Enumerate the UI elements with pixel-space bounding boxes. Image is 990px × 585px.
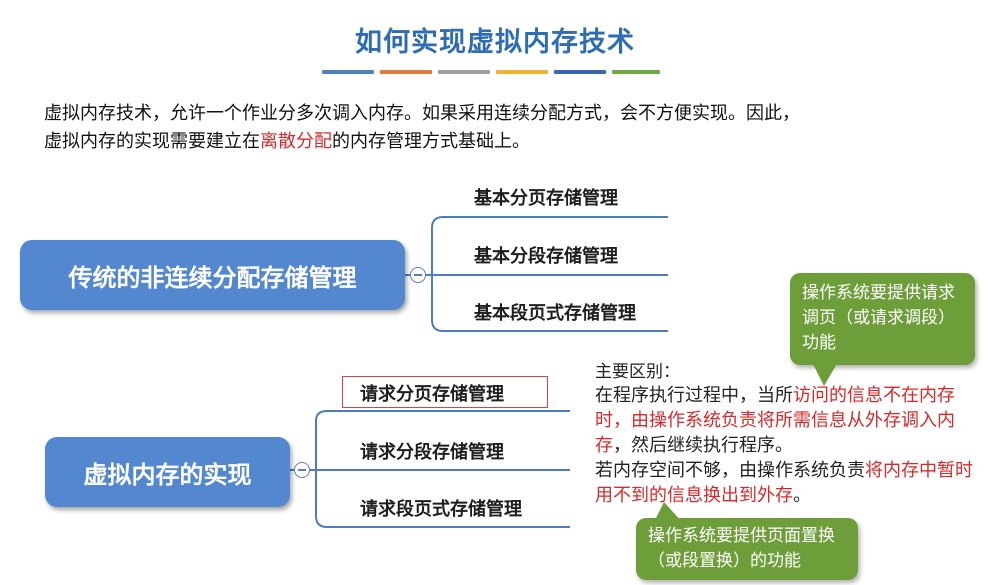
note-paragraph-2: 若内存空间不够，由操作系统负责将内存中暂时用不到的信息换出到外存。 xyxy=(595,458,985,508)
intro-text: 虚拟内存的实现需要建立在 xyxy=(44,131,260,152)
title-bar-segment xyxy=(554,70,606,74)
highlight-box xyxy=(342,376,548,408)
page-title: 如何实现虚拟内存技术 xyxy=(355,27,635,58)
note-text: 若内存空间不够，由操作系统负责 xyxy=(595,460,865,481)
title-bar-segment xyxy=(380,70,432,74)
callout-replacement: 操作系统要提供页面置换（或段置换）的功能 xyxy=(636,518,858,580)
note-paragraph-1: 在程序执行过程中，当所访问的信息不在内存时，由操作系统负责将所需信息从外存调入内… xyxy=(595,383,985,458)
title-bar-segment xyxy=(322,70,374,74)
intro-line-2: 虚拟内存的实现需要建立在离散分配的内存管理方式基础上。 xyxy=(44,128,964,156)
intro-text: 的内存管理方式基础上。 xyxy=(332,131,530,152)
title-bar-segment xyxy=(438,70,490,74)
note-text: 。 xyxy=(793,485,811,506)
intro-paragraph: 虚拟内存技术，允许一个作业分多次调入内存。如果采用连续分配方式，会不方便实现。因… xyxy=(44,100,964,156)
intro-line-1: 虚拟内存技术，允许一个作业分多次调入内存。如果采用连续分配方式，会不方便实现。因… xyxy=(44,103,800,124)
notes-body: 在程序执行过程中，当所访问的信息不在内存时，由操作系统负责将所需信息从外存调入内… xyxy=(595,383,985,508)
branch-basic-segmentation: 基本分段存储管理 xyxy=(474,246,618,267)
intro-highlight: 离散分配 xyxy=(260,131,332,152)
title-bar-segment xyxy=(612,70,660,74)
notes-heading: 主要区别： xyxy=(595,362,680,382)
note-text: ，然后继续执行程序。 xyxy=(613,435,793,456)
collapse-toggle-icon[interactable] xyxy=(294,462,310,478)
note-highlight: 将内存中暂时用不到的信息换出到外存 xyxy=(595,460,973,506)
callout-tail xyxy=(654,502,682,522)
collapse-toggle-icon[interactable] xyxy=(410,267,426,283)
topic-virtual-memory: 虚拟内存的实现 xyxy=(45,437,290,507)
callout-tail xyxy=(812,362,838,386)
branch-basic-segmented-paging: 基本段页式存储管理 xyxy=(474,303,636,324)
branch-demand-segmented-paging: 请求段页式存储管理 xyxy=(360,499,522,520)
topic-traditional: 传统的非连续分配存储管理 xyxy=(20,240,405,310)
branch-basic-paging: 基本分页存储管理 xyxy=(474,188,618,209)
note-highlight: 访问的信息不在内存时，由操作系统负责将所需信息从外存调入内存 xyxy=(595,385,955,456)
branch-demand-paging: 请求分页存储管理 xyxy=(360,384,504,405)
note-text: 在程序执行过程中，当所 xyxy=(595,385,793,406)
callout-demand-load: 操作系统要提供请求调页（或请求调段）功能 xyxy=(790,273,975,365)
title-bar-segment xyxy=(496,70,548,74)
branch-demand-segmentation: 请求分段存储管理 xyxy=(360,442,504,463)
